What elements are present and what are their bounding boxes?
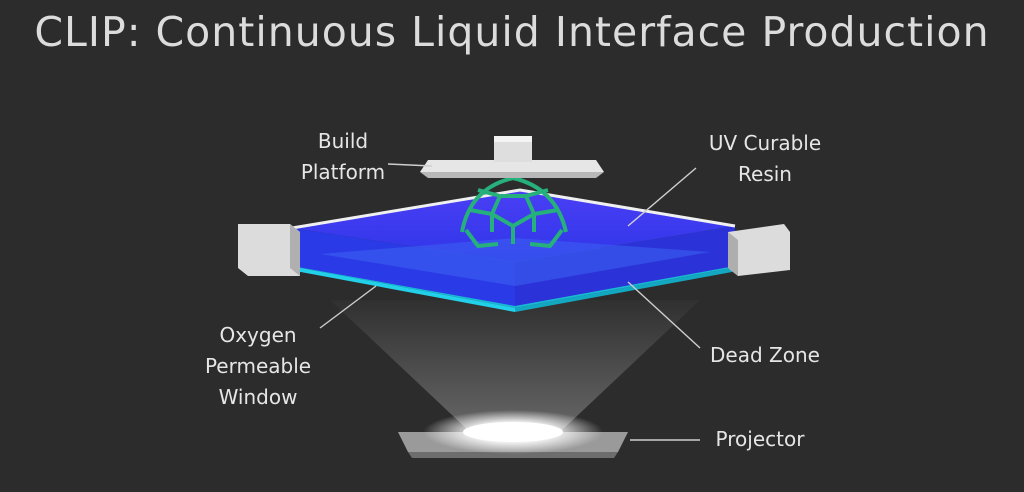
build-platform [420,136,604,178]
label-projector: Projector [715,427,805,451]
label-uv-curable-resin: UV Curable Resin [708,131,822,186]
resin-vat [291,188,736,306]
label-oxygen-permeable-window: Oxygen Permeable Window [204,323,312,409]
projector [398,410,628,458]
lattice-part [460,176,568,248]
label-dead-zone: Dead Zone [710,343,820,367]
callout-dead-zone [627,281,701,349]
label-build-platform: Build Platform [300,129,386,184]
vat-side-blocks [238,224,790,276]
callout-lines [319,163,701,441]
diagram-title: CLIP: Continuous Liquid Interface Produc… [34,8,990,56]
callout-uv-resin [627,167,697,227]
callout-build-platform [387,163,433,167]
callout-oxygen-window [319,285,377,329]
light-beam [330,300,700,432]
